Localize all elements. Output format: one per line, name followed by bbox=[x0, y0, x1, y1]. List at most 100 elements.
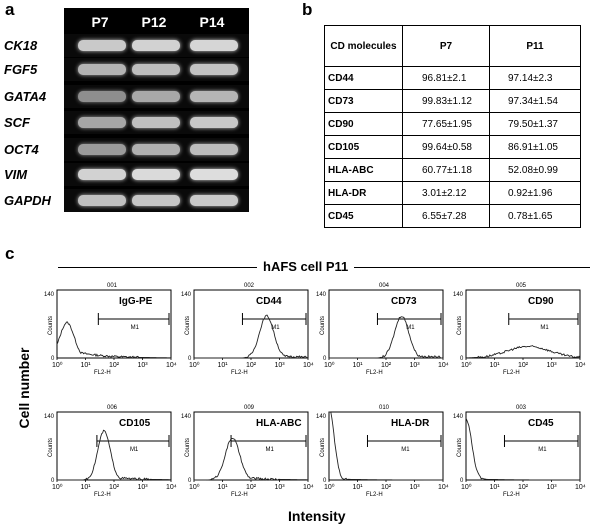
gel-band bbox=[132, 40, 180, 51]
x-tick-label: 10⁴ bbox=[438, 484, 449, 491]
table-header-p11: P11 bbox=[489, 25, 581, 67]
cd-molecule-cell: CD73 bbox=[324, 89, 403, 113]
gel-row bbox=[64, 138, 249, 161]
histogram-curve bbox=[194, 437, 308, 481]
x-tick-label: 10⁰ bbox=[52, 361, 63, 369]
panel-c-title: hAFS cell P11 bbox=[257, 259, 355, 274]
counts-label: Counts bbox=[48, 316, 54, 335]
table-header-p7: P7 bbox=[402, 25, 490, 67]
x-tick-label: 10² bbox=[109, 484, 120, 491]
gate-label: M1 bbox=[540, 325, 549, 331]
gel-band bbox=[132, 195, 180, 206]
gel-image: P7 P12 P14 bbox=[64, 8, 249, 212]
cd-value-cell: 79.50±1.37 bbox=[489, 112, 581, 136]
gel-band bbox=[190, 195, 238, 206]
gate-label: M1 bbox=[130, 447, 139, 453]
table-header-cd: CD molecules bbox=[324, 25, 403, 67]
y-tick-top: 140 bbox=[181, 414, 192, 420]
fl2h-label: FL2-H bbox=[94, 370, 111, 376]
gene-label: GAPDH bbox=[4, 193, 51, 208]
gel-band bbox=[78, 195, 126, 206]
histogram-id: 009 bbox=[244, 405, 255, 411]
y-tick-zero: 0 bbox=[323, 478, 327, 484]
x-tick-label: 10⁴ bbox=[166, 362, 177, 369]
fl2h-label: FL2-H bbox=[366, 370, 383, 376]
cd-value-cell: 86.91±1.05 bbox=[489, 135, 581, 159]
x-tick-label: 10² bbox=[246, 362, 257, 369]
x-tick-label: 10⁴ bbox=[438, 362, 449, 369]
x-tick-label: 10⁴ bbox=[575, 362, 586, 369]
fl2h-label: FL2-H bbox=[503, 370, 520, 376]
histogram-curve bbox=[465, 418, 580, 481]
gel-row bbox=[64, 111, 249, 134]
histogram-frame bbox=[56, 411, 172, 481]
x-tick-label: 10¹ bbox=[490, 484, 501, 491]
gene-label: SCF bbox=[4, 115, 30, 130]
x-tick-label: 10⁴ bbox=[303, 362, 314, 369]
histogram-id: 006 bbox=[107, 405, 118, 411]
panel-a-letter: a bbox=[5, 0, 15, 19]
gel-band bbox=[132, 169, 180, 180]
panel-b-letter: b bbox=[302, 0, 313, 19]
histogram-id: 002 bbox=[244, 283, 255, 289]
x-tick-label: 10⁰ bbox=[52, 483, 63, 491]
counts-label: Counts bbox=[48, 438, 54, 457]
cd-molecule-cell: CD105 bbox=[324, 135, 403, 159]
y-tick-zero: 0 bbox=[460, 356, 464, 362]
gene-label: GATA4 bbox=[4, 89, 47, 104]
gel-band bbox=[132, 91, 180, 102]
gate-label: M1 bbox=[271, 325, 280, 331]
marker-label: CD105 bbox=[119, 418, 151, 429]
gel-band bbox=[190, 91, 238, 102]
fl2h-label: FL2-H bbox=[366, 492, 383, 498]
x-tick-label: 10⁴ bbox=[303, 484, 314, 491]
gel-band bbox=[78, 144, 126, 155]
histogram-curve bbox=[57, 429, 171, 481]
x-tick-label: 10³ bbox=[138, 484, 149, 491]
histogram-id: 005 bbox=[516, 283, 527, 289]
histogram-id: 010 bbox=[379, 405, 390, 411]
gel-row bbox=[64, 85, 249, 108]
gate-label: M1 bbox=[406, 325, 415, 331]
counts-label: Counts bbox=[185, 316, 191, 335]
gel-band bbox=[78, 91, 126, 102]
gel-band bbox=[78, 117, 126, 128]
y-tick-top: 140 bbox=[44, 414, 55, 420]
x-tick-label: 10⁴ bbox=[166, 484, 177, 491]
x-tick-label: 10¹ bbox=[490, 362, 501, 369]
x-axis-title: Intensity bbox=[288, 508, 346, 524]
gene-label: CK18 bbox=[4, 38, 38, 53]
x-tick-label: 10¹ bbox=[353, 484, 364, 491]
marker-label: IgG-PE bbox=[119, 296, 153, 307]
fl2h-label: FL2-H bbox=[503, 492, 520, 498]
lane-label-p7: P7 bbox=[91, 14, 109, 30]
x-tick-label: 10¹ bbox=[218, 484, 229, 491]
histogram-id: 003 bbox=[516, 405, 527, 411]
counts-label: Counts bbox=[320, 438, 326, 457]
histogram-id: 004 bbox=[379, 283, 390, 289]
x-tick-label: 10³ bbox=[275, 484, 286, 491]
gate-label: M1 bbox=[131, 325, 140, 331]
y-tick-zero: 0 bbox=[460, 478, 464, 484]
x-tick-label: 10³ bbox=[410, 484, 421, 491]
x-tick-label: 10² bbox=[246, 484, 257, 491]
gel-band bbox=[132, 117, 180, 128]
lane-label-p12: P12 bbox=[141, 14, 167, 30]
x-tick-label: 10⁰ bbox=[461, 361, 472, 369]
histogram-curve bbox=[329, 411, 443, 481]
x-tick-label: 10³ bbox=[547, 484, 558, 491]
x-tick-label: 10³ bbox=[410, 362, 421, 369]
marker-label: HLA-DR bbox=[391, 418, 430, 429]
histogram-id: 001 bbox=[107, 283, 118, 289]
y-tick-top: 140 bbox=[181, 292, 192, 298]
gel-band bbox=[190, 169, 238, 180]
x-tick-label: 10³ bbox=[138, 362, 149, 369]
y-tick-zero: 0 bbox=[188, 478, 192, 484]
x-tick-label: 10² bbox=[518, 484, 529, 491]
marker-label: HLA-ABC bbox=[256, 418, 302, 429]
histogram-frame bbox=[56, 289, 172, 359]
x-tick-label: 10³ bbox=[547, 362, 558, 369]
